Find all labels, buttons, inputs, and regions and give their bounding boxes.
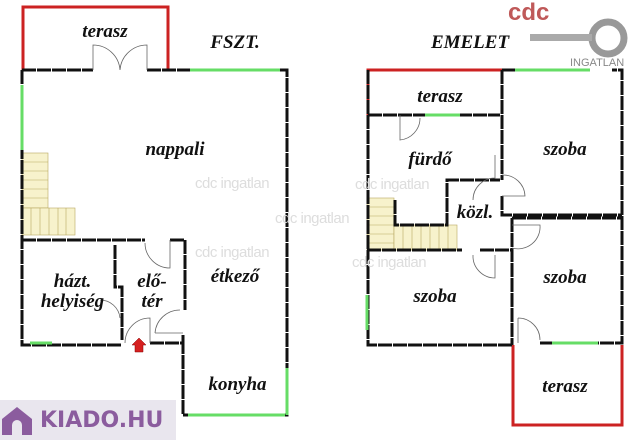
watermark: cdc ingatlan <box>275 210 350 227</box>
room-label-living: nappali <box>145 139 205 160</box>
house-icon <box>2 407 32 435</box>
watermark: cdc ingatlan <box>355 176 430 193</box>
watermark: cdc ingatlan <box>195 244 270 261</box>
room-label-room-se: szoba <box>543 267 587 288</box>
cdc-logo: cdc INGATLAN <box>500 0 640 70</box>
room-label-terrace-bottom: terasz <box>542 376 588 397</box>
room-label-utility: házt. helyiség <box>40 271 105 312</box>
room-label-kitchen: konyha <box>208 374 267 395</box>
room-label-corridor: közl. <box>456 202 494 223</box>
room-label-hall: elő- tér <box>137 271 167 312</box>
room-label-terrace-top: terasz <box>417 86 463 107</box>
windows <box>20 68 598 417</box>
doors <box>92 44 541 344</box>
key-icon <box>530 18 628 58</box>
stairs-ground <box>21 152 76 236</box>
stairs-upper <box>366 197 458 251</box>
floor-title-upper: EMELET <box>430 32 510 53</box>
entrance-arrow-icon <box>131 337 147 353</box>
floor-title-ground: FSZT. <box>210 32 260 53</box>
room-label-room-ne: szoba <box>543 139 587 160</box>
watermark: cdc ingatlan <box>352 254 427 271</box>
room-label-bath: fürdő <box>408 149 452 170</box>
room-label-room-sw: szoba <box>413 286 457 307</box>
room-label-terrace: terasz <box>82 21 128 42</box>
walls <box>20 68 624 417</box>
kiado-logo: KIADO.HU <box>0 400 176 440</box>
watermark: cdc ingatlan <box>195 175 270 192</box>
room-label-dining: étkező <box>210 266 260 287</box>
